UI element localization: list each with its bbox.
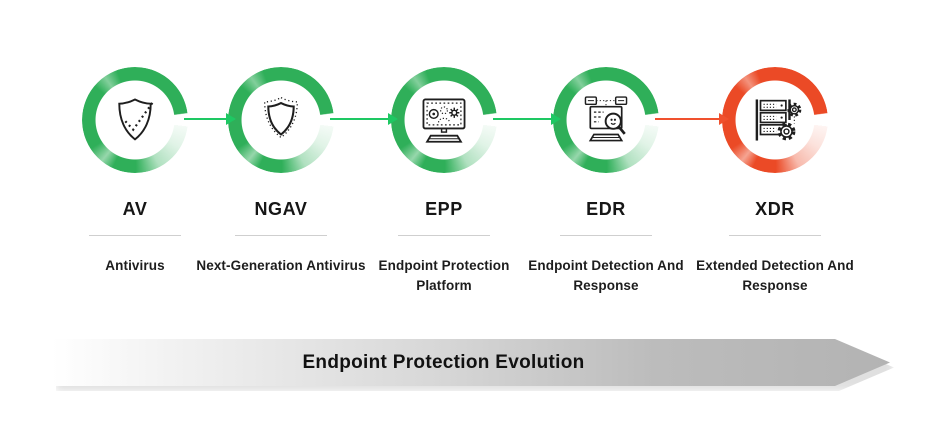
xdr-progress-ring: [722, 67, 828, 173]
stage-av: AV Antivirus: [45, 67, 225, 276]
stage-xdr: XDR Extended Detection And Response: [685, 67, 865, 297]
av-progress-ring: [82, 67, 188, 173]
stage-abbr-xdr: XDR: [755, 199, 795, 219]
arrow-edr-to-xdr: [655, 113, 729, 125]
arrow-av-to-ngav: [184, 113, 236, 125]
arrow-ngav-to-epp: [330, 113, 398, 125]
stage-fullname-av: Antivirus: [105, 258, 165, 273]
stage-ngav: NGAV Next-Generation Antivirus: [191, 67, 371, 276]
stage-fullname-ngav: Next-Generation Antivirus: [196, 258, 366, 273]
stage-abbr-edr: EDR: [586, 199, 626, 219]
divider-line: [89, 235, 181, 236]
divider-line: [235, 235, 327, 236]
edr-progress-ring: [553, 67, 659, 173]
stage-abbr-epp: EPP: [425, 199, 463, 219]
epp-progress-ring: [391, 67, 497, 173]
stage-fullname-epp: Endpoint Protection Platform: [378, 258, 510, 294]
stage-edr: EDR Endpoint Detection And Response: [516, 67, 696, 297]
evolution-banner-arrow: Endpoint Protection Evolution: [52, 339, 890, 386]
stage-fullname-xdr: Extended Detection And Response: [696, 258, 854, 294]
ngav-progress-ring: [228, 67, 334, 173]
divider-line: [560, 235, 652, 236]
banner-title: Endpoint Protection Evolution: [302, 351, 585, 373]
stage-abbr-ngav: NGAV: [254, 199, 308, 219]
divider-line: [729, 235, 821, 236]
stage-fullname-edr: Endpoint Detection And Response: [528, 258, 684, 294]
stage-abbr-av: AV: [122, 199, 148, 219]
arrow-epp-to-edr: [493, 113, 561, 125]
divider-line: [398, 235, 490, 236]
stage-epp: EPP Endpoint Protection Platform: [354, 67, 534, 297]
